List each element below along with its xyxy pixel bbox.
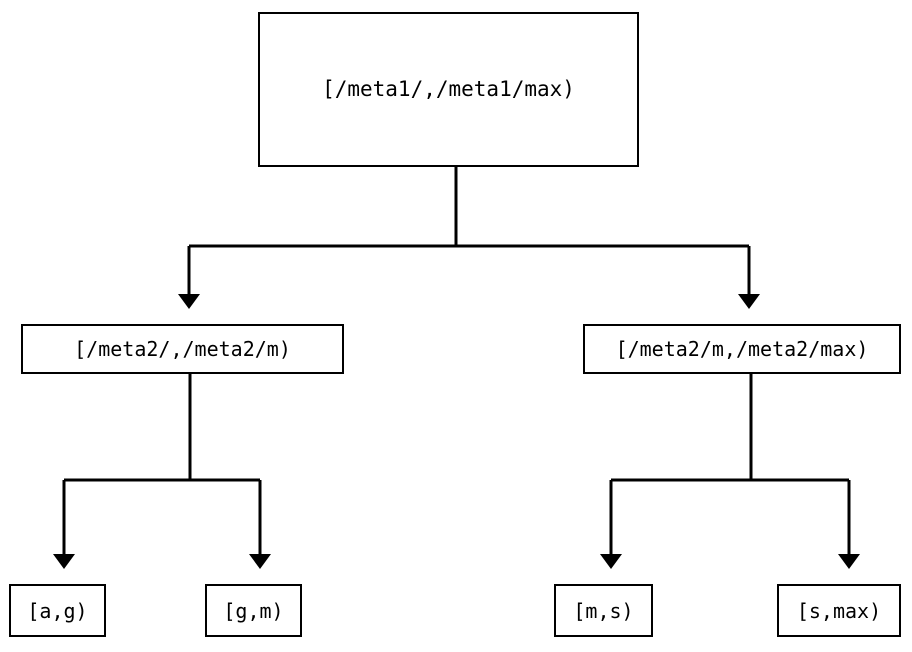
arrowhead-to-leaf-ms [600, 554, 622, 569]
node-mid-left[interactable]: [/meta2/,/meta2/m) [21, 324, 344, 374]
node-root-label: [/meta1/,/meta1/max) [322, 77, 575, 101]
arrowhead-to-mid-left [178, 294, 200, 309]
arrowhead-to-leaf-smax [838, 554, 860, 569]
arrowhead-to-mid-right [738, 294, 760, 309]
node-leaf-smax-label: [s,max) [796, 598, 882, 623]
node-leaf-gm-label: [g,m) [223, 598, 284, 623]
node-leaf-ag-label: [a,g) [27, 598, 88, 623]
node-leaf-ms[interactable]: [m,s) [554, 584, 653, 637]
node-leaf-smax[interactable]: [s,max) [777, 584, 901, 637]
node-leaf-ms-label: [m,s) [573, 598, 634, 623]
node-mid-left-label: [/meta2/,/meta2/m) [74, 337, 291, 361]
node-leaf-gm[interactable]: [g,m) [205, 584, 302, 637]
node-mid-right[interactable]: [/meta2/m,/meta2/max) [583, 324, 901, 374]
arrowhead-to-leaf-ag [53, 554, 75, 569]
arrowhead-to-leaf-gm [249, 554, 271, 569]
node-root[interactable]: [/meta1/,/meta1/max) [258, 12, 639, 167]
node-mid-right-label: [/meta2/m,/meta2/max) [615, 337, 869, 361]
node-leaf-ag[interactable]: [a,g) [9, 584, 106, 637]
